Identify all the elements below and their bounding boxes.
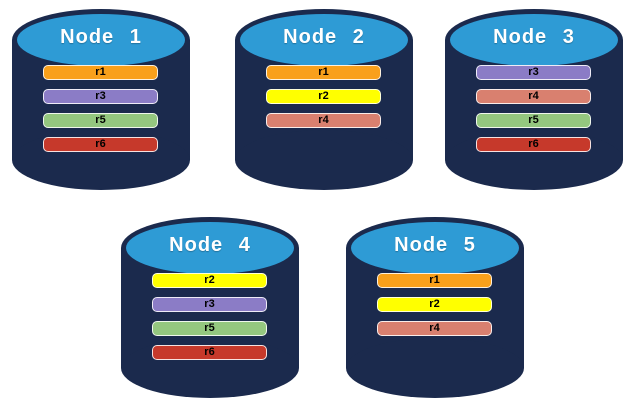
replica-bar: r5 xyxy=(43,113,158,128)
replica-bar: r4 xyxy=(377,321,492,336)
replica-bar: r6 xyxy=(152,345,267,360)
replica-list: r1 r2 r4 xyxy=(266,65,381,128)
replica-list: r3 r4 r5 r6 xyxy=(476,65,591,152)
replica-bar: r1 xyxy=(266,65,381,80)
cylinder-top-ellipse xyxy=(450,14,618,66)
replica-bar: r2 xyxy=(377,297,492,312)
cylinder-top-ellipse xyxy=(240,14,408,66)
replica-bar: r1 xyxy=(43,65,158,80)
node-title: Node 5 xyxy=(394,234,476,256)
replica-bar: r3 xyxy=(476,65,591,80)
replica-bar: r3 xyxy=(43,89,158,104)
cylinder-top-ellipse xyxy=(126,222,294,274)
cylinder-top-ellipse xyxy=(17,14,185,66)
cylinder-top-ellipse xyxy=(351,222,519,274)
node-title: Node 2 xyxy=(283,26,365,48)
replica-bar: r2 xyxy=(152,273,267,288)
replica-bar: r4 xyxy=(476,89,591,104)
replica-bar: r4 xyxy=(266,113,381,128)
replica-bar: r2 xyxy=(266,89,381,104)
node-title: Node 3 xyxy=(493,26,575,48)
replica-list: r2 r3 r5 r6 xyxy=(152,273,267,360)
replica-bar: r3 xyxy=(152,297,267,312)
database-node-3: Node 3 r3 r4 r5 r6 xyxy=(445,9,623,190)
replica-bar: r6 xyxy=(476,137,591,152)
database-node-2: Node 2 r1 r2 r4 xyxy=(235,9,413,190)
cylinder-bottom xyxy=(235,130,413,190)
database-node-1: Node 1 r1 r3 r5 r6 xyxy=(12,9,190,190)
replica-list: r1 r2 r4 xyxy=(377,273,492,336)
replica-list: r1 r3 r5 r6 xyxy=(43,65,158,152)
replica-bar: r5 xyxy=(152,321,267,336)
database-node-4: Node 4 r2 r3 r5 r6 xyxy=(121,217,299,398)
database-node-5: Node 5 r1 r2 r4 xyxy=(346,217,524,398)
replica-bar: r1 xyxy=(377,273,492,288)
node-title: Node 1 xyxy=(60,26,142,48)
node-title: Node 4 xyxy=(169,234,251,256)
replica-bar: r6 xyxy=(43,137,158,152)
cylinder-bottom xyxy=(346,338,524,398)
replica-bar: r5 xyxy=(476,113,591,128)
